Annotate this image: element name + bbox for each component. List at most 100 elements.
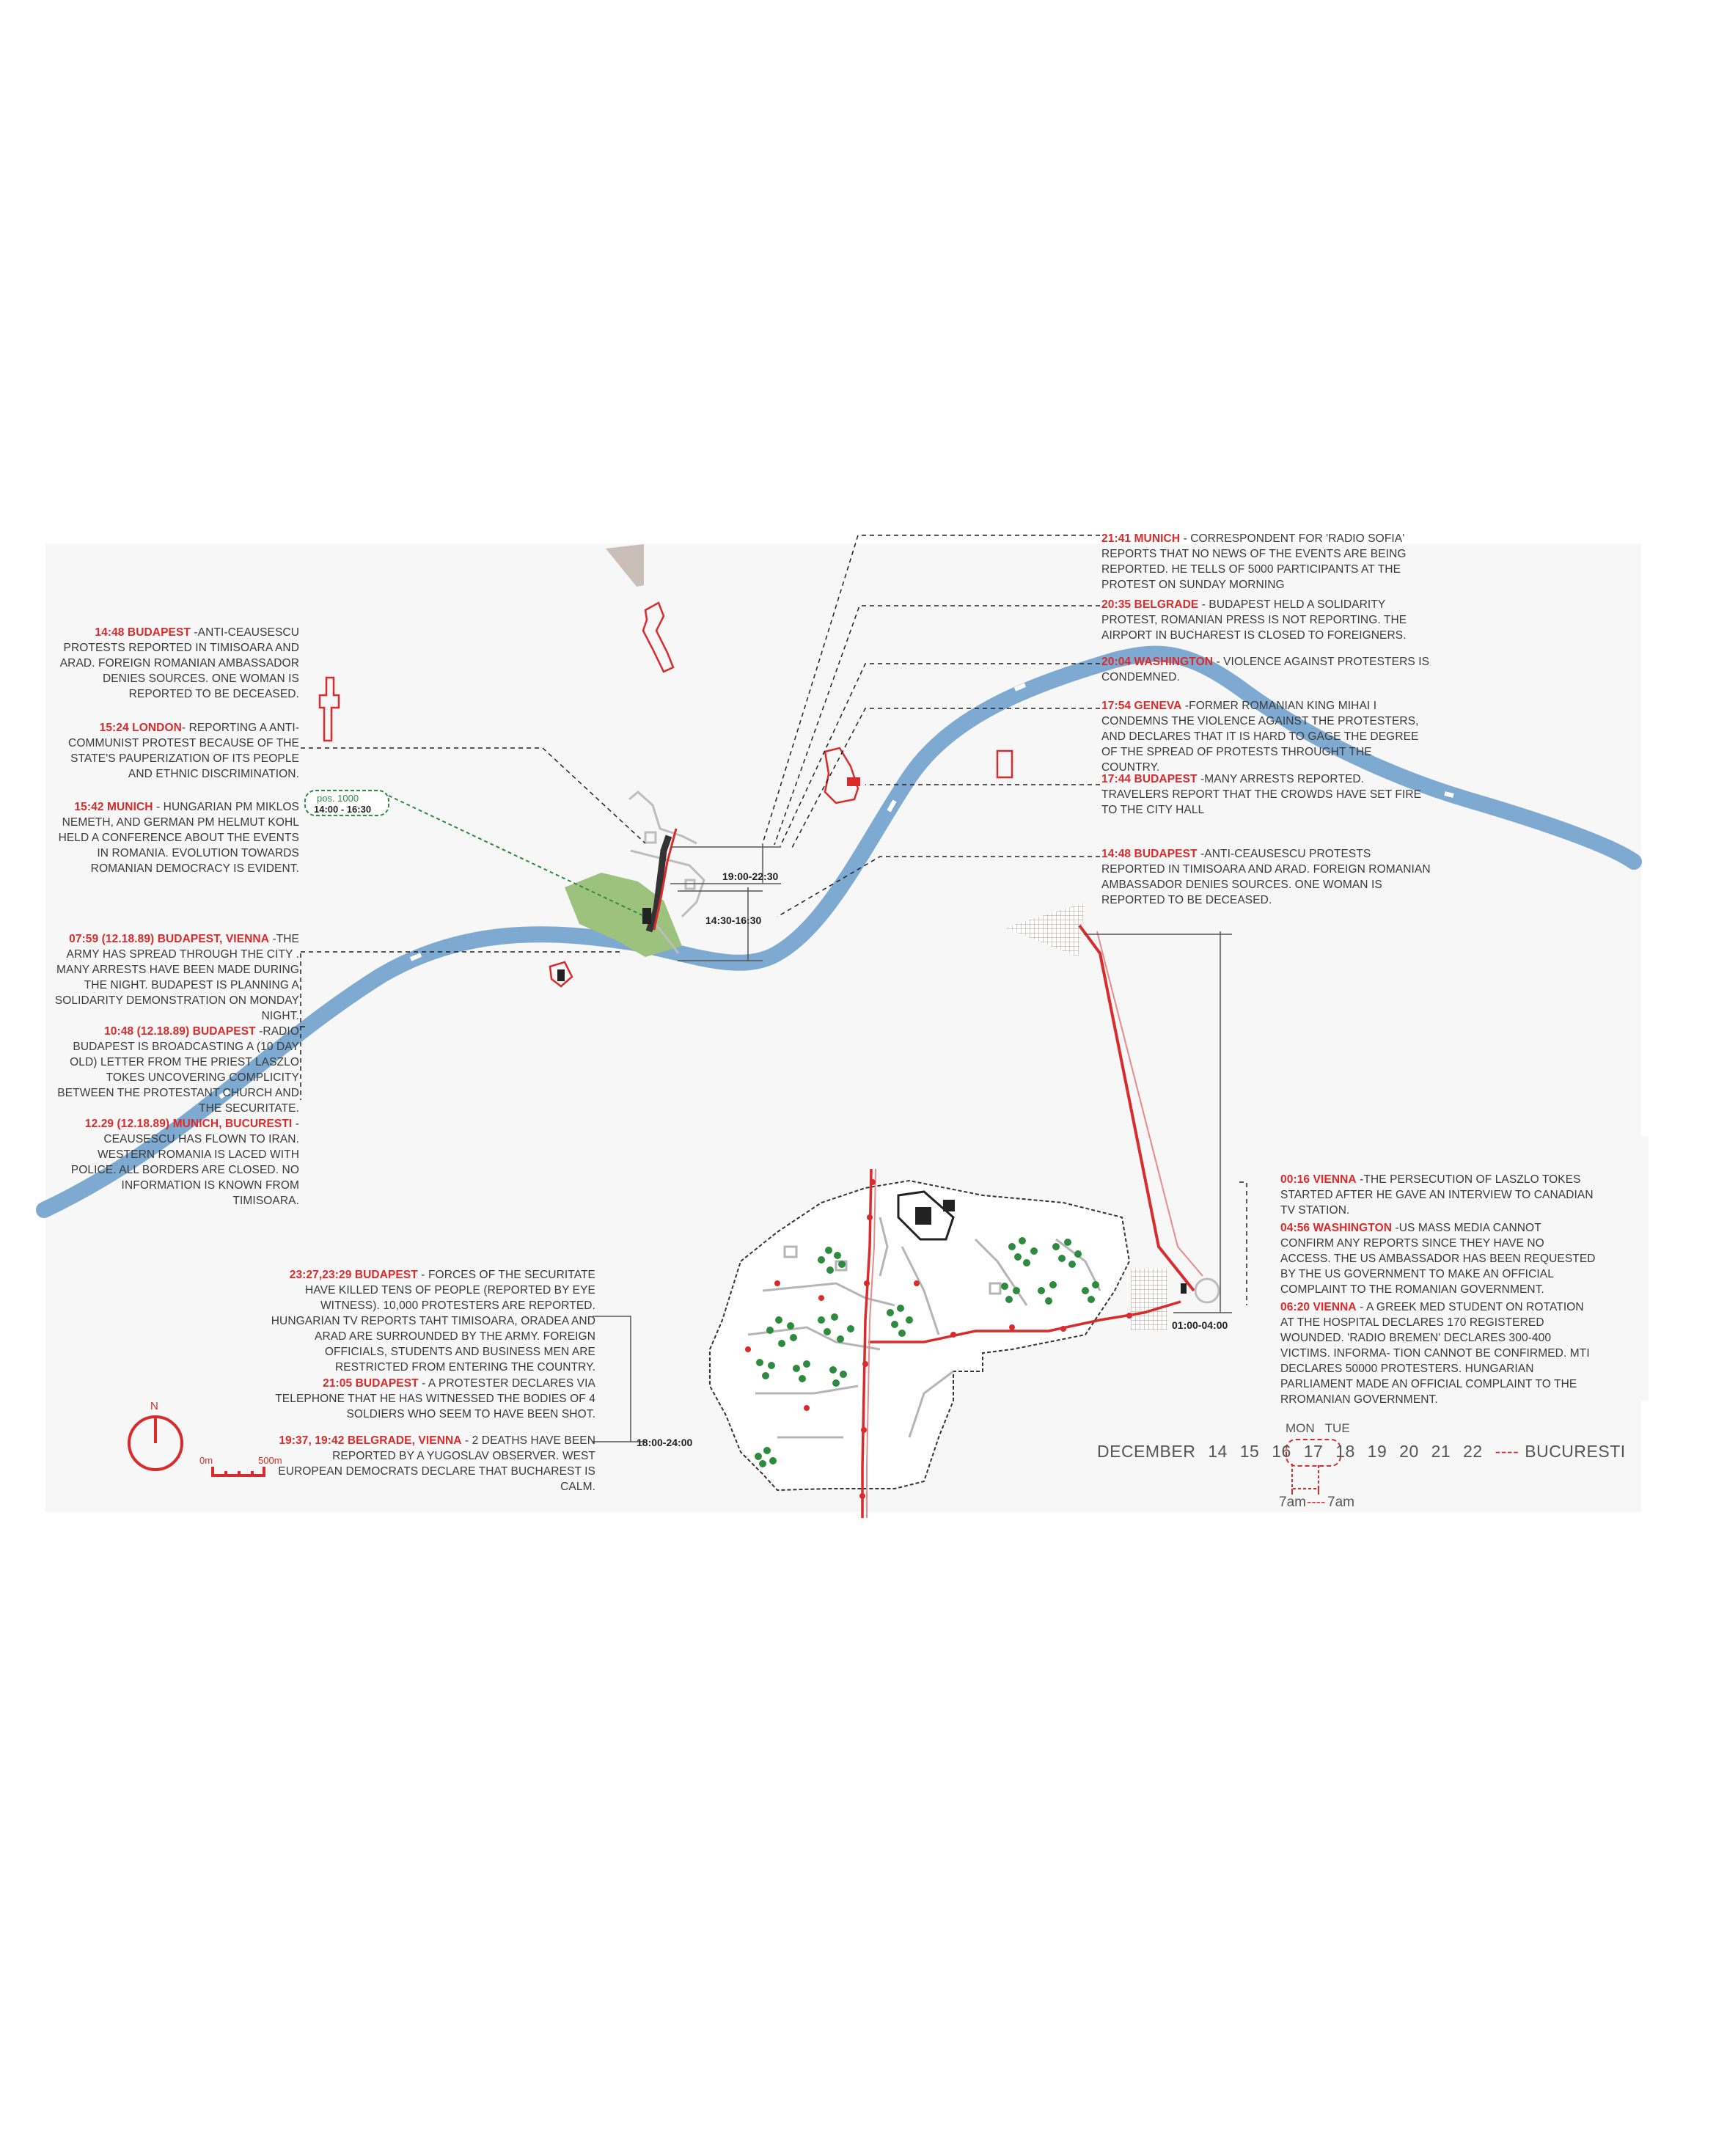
parcel-hatched-2: [1131, 1269, 1167, 1330]
note-body: - A GREEK MED STUDENT ON ROTATION AT THE…: [1280, 1301, 1590, 1406]
note-bottom-right-1: 00:16 VIENNA -THE PERSECUTION OF LASZLO …: [1280, 1172, 1596, 1218]
note-right-1: 21:41 MUNICH - CORRESPONDENT FOR 'RADIO …: [1101, 531, 1431, 593]
pos-box: [304, 790, 389, 816]
time-label-1900: 19:00-22:30: [722, 870, 778, 882]
note-body: -RADIO BUDAPEST IS BROADCASTING A (10 DA…: [57, 1025, 299, 1115]
time-label-1430: 14:30-16:30: [705, 914, 761, 926]
note-right-4: 17:54 GENEVA -FORMER ROMANIAN KING MIHAI…: [1101, 698, 1431, 775]
timeline-day: 17: [1303, 1442, 1324, 1461]
pos-leader: [388, 795, 646, 917]
park: [565, 873, 682, 957]
note-body: -ANTI-CEAUSESCU PROTESTS REPORTED IN TIM…: [59, 626, 299, 700]
timeline-weekdays: MON TUE: [1286, 1421, 1360, 1436]
note-head: 23:27,23:29 BUDAPEST: [289, 1269, 418, 1281]
note-body: -THE PERSECUTION OF LASZLO TOKES STARTED…: [1280, 1173, 1594, 1217]
note-head: 14:48 BUDAPEST: [95, 626, 191, 639]
weekday-mon: MON: [1286, 1421, 1315, 1435]
note-body: - BUDAPEST HELD A SOLIDARITY PROTEST, RO…: [1101, 598, 1407, 642]
timeline-month: DECEMBER: [1097, 1442, 1196, 1461]
city-center: [628, 791, 705, 954]
note-body: -MANY ARRESTS REPORTED. TRAVELERS REPORT…: [1101, 773, 1422, 816]
timeline-day: 19: [1367, 1442, 1387, 1461]
note-left-6: 12.29 (12.18.89) MUNICH, BUCURESTI - CEA…: [53, 1116, 299, 1209]
scale-bar: [211, 1467, 265, 1477]
parcel-top: [606, 544, 644, 587]
note-head: 14:48 BUDAPEST: [1101, 848, 1198, 860]
note-head: 19:37, 19:42 BELGRADE, VIENNA: [279, 1434, 462, 1447]
note-body: -US MASS MEDIA CANNOT CONFIRM ANY REPORT…: [1280, 1222, 1596, 1296]
note-bottom-right-3: 06:20 VIENNA - A GREEK MED STUDENT ON RO…: [1280, 1299, 1596, 1407]
note-left-5: 10:48 (12.18.89) BUDAPEST -RADIO BUDAPES…: [53, 1024, 299, 1116]
pos-label: pos. 1000: [317, 793, 359, 804]
note-head: 17:44 BUDAPEST: [1101, 773, 1198, 785]
district-building-2: [943, 1200, 955, 1211]
note-body: - A PROTESTER DECLARES VIA TELEPHONE THA…: [275, 1377, 595, 1420]
pos-time: 14:00 - 16:30: [314, 804, 371, 815]
district-building-1: [915, 1207, 931, 1225]
red-road-ne: [1078, 924, 1195, 1292]
leader-lines-left: [300, 747, 646, 1100]
timeline-day: 18: [1335, 1442, 1355, 1461]
note-head: 12.29 (12.18.89) MUNICH, BUCURESTI: [84, 1118, 293, 1130]
note-bottom-left-1: 23:27,23:29 BUDAPEST - FORCES OF THE SEC…: [265, 1267, 595, 1375]
note-head: 00:16 VIENNA: [1280, 1173, 1357, 1186]
district-red-streets: [861, 1168, 1181, 1518]
note-body: - HUNGARIAN PM MIKLOS NEMETH, AND GERMAN…: [58, 801, 299, 875]
note-head: 17:54 GENEVA: [1101, 700, 1182, 712]
note-right-3: 20:04 WASHINGTON - VIOLENCE AGAINST PROT…: [1101, 654, 1431, 685]
black-block-1: [557, 969, 565, 981]
black-block-2: [1181, 1283, 1187, 1294]
timeline-connector: [1291, 1464, 1319, 1495]
timeline-day: 16: [1272, 1442, 1291, 1461]
note-left-2: 15:24 LONDON- REPORTING A ANTI-COMMUNIST…: [53, 720, 299, 782]
district-outline: [709, 1179, 1131, 1492]
red-road-ne-2: [1096, 931, 1203, 1277]
timeline-day: 22: [1463, 1442, 1483, 1461]
note-right-6: 14:48 BUDAPEST -ANTI-CEAUSESCU PROTESTS …: [1101, 846, 1431, 908]
center-boulevard: [645, 835, 672, 933]
weekday-tue: TUE: [1324, 1421, 1350, 1435]
note-head: 21:41 MUNICH: [1101, 532, 1181, 545]
note-head: 20:35 BELGRADE: [1101, 598, 1199, 611]
red-arrows: [745, 1179, 1132, 1499]
note-left-3: 15:42 MUNICH - HUNGARIAN PM MIKLOS NEMET…: [53, 799, 299, 876]
note-head: 06:20 VIENNA: [1280, 1301, 1357, 1313]
protest-markers: [755, 1237, 1099, 1467]
time-bracket-east: [1084, 931, 1232, 1313]
note-bottom-left-3: 19:37, 19:42 BELGRADE, VIENNA - 2 DEATHS…: [265, 1433, 595, 1495]
district-streets: [747, 1217, 1101, 1439]
note-bottom-right-2: 04:56 WASHINGTON -US MASS MEDIA CANNOT C…: [1280, 1220, 1596, 1297]
note-body: -ANTI-CEAUSESCU PROTESTS REPORTED IN TIM…: [1101, 848, 1431, 906]
square-marker: [642, 908, 651, 924]
note-left-1: 14:48 BUDAPEST -ANTI-CEAUSESCU PROTESTS …: [53, 625, 299, 702]
timeline-day: 20: [1399, 1442, 1419, 1461]
note-head: 21:05 BUDAPEST: [323, 1377, 419, 1390]
center-boulevard-red: [653, 828, 678, 931]
note-body: - 2 DEATHS HAVE BEEN REPORTED BY A YUGOS…: [278, 1434, 595, 1493]
timeline-day: 14: [1208, 1442, 1228, 1461]
note-head: 07:59 (12.18.89) BUDAPEST, VIENNA: [69, 933, 270, 945]
district-red-road-2: [866, 1168, 876, 1518]
note-right-2: 20:35 BELGRADE - BUDAPEST HELD A SOLIDAR…: [1101, 597, 1431, 643]
legend-label: BUCURESTI: [1525, 1442, 1626, 1461]
note-body: - VIOLENCE AGAINST PROTESTERS IS CONDEMN…: [1101, 656, 1430, 683]
note-head: 10:48 (12.18.89) BUDAPEST: [104, 1025, 256, 1038]
note-body: -THE ARMY HAS SPREAD THROUGH THE CITY . …: [54, 933, 299, 1022]
time-label-0100: 01:00-04:00: [1172, 1319, 1228, 1331]
time-brackets-center: [670, 843, 781, 961]
note-right-5: 17:44 BUDAPEST -MANY ARRESTS REPORTED. T…: [1101, 771, 1431, 818]
note-body: - REPORTING A ANTI-COMMUNIST PROTEST BEC…: [68, 722, 299, 780]
scale-label-end: 500m: [258, 1455, 282, 1466]
note-body: - CEAUSESCU HAS FLOWN TO IRAN. WESTERN R…: [70, 1118, 299, 1207]
timeline-highlight: [1286, 1439, 1341, 1467]
timeline-legend: ----BUCURESTI: [1495, 1442, 1633, 1461]
red-building-fill: [847, 777, 860, 786]
note-head: 20:04 WASHINGTON: [1101, 656, 1214, 668]
timeline-time-a: 7am: [1279, 1495, 1306, 1510]
note-head: 04:56 WASHINGTON: [1280, 1222, 1393, 1234]
timeline-day: 15: [1239, 1442, 1260, 1461]
north-arrow-label: N: [150, 1400, 158, 1412]
note-left-4: 07:59 (12.18.89) BUDAPEST, VIENNA -THE A…: [53, 931, 299, 1024]
